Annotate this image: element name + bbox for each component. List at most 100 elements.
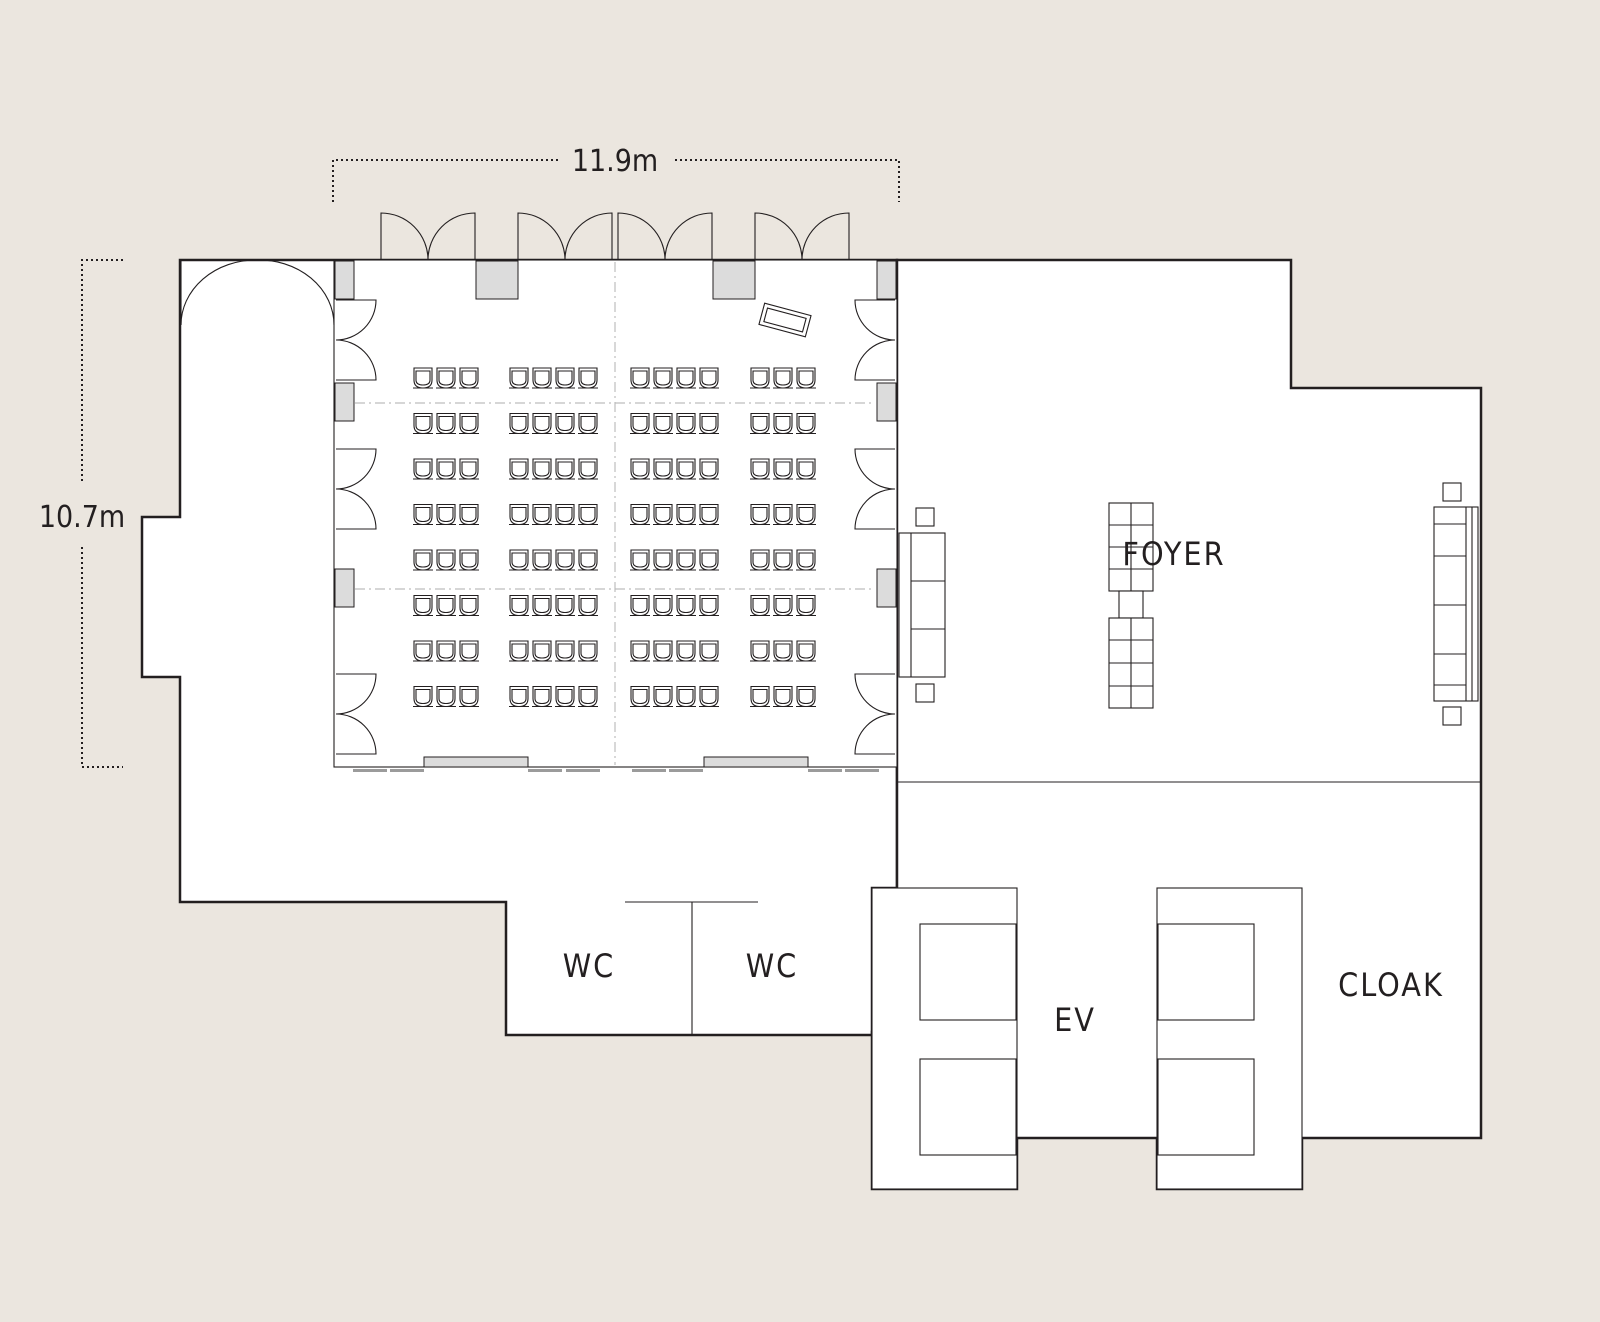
seat xyxy=(676,458,696,480)
seat xyxy=(750,594,770,617)
seat xyxy=(509,412,529,435)
pillar xyxy=(876,382,897,422)
corridor-door xyxy=(180,259,335,326)
seat xyxy=(532,412,552,435)
seat xyxy=(630,549,650,571)
seat xyxy=(676,685,696,708)
side-table xyxy=(1442,482,1462,502)
seat xyxy=(436,367,456,389)
seat xyxy=(796,549,816,571)
seat xyxy=(773,367,793,389)
seat xyxy=(532,685,552,708)
seat xyxy=(699,458,719,480)
seat xyxy=(699,367,719,389)
seat xyxy=(436,549,456,571)
seat xyxy=(555,367,575,389)
seat xyxy=(699,503,719,526)
seat xyxy=(750,503,770,526)
pillar xyxy=(475,260,519,300)
seat xyxy=(532,458,552,480)
seat xyxy=(653,640,673,662)
seat xyxy=(509,549,529,571)
seat xyxy=(750,367,770,389)
seat xyxy=(750,412,770,435)
seat xyxy=(630,458,650,480)
pillar xyxy=(876,568,897,608)
seat xyxy=(555,458,575,480)
seat xyxy=(796,685,816,708)
seat xyxy=(796,458,816,480)
seat xyxy=(653,594,673,617)
seat xyxy=(413,640,433,662)
theater-seating xyxy=(413,367,816,708)
seat xyxy=(532,367,552,389)
pillar xyxy=(334,260,355,300)
seat xyxy=(676,503,696,526)
seat xyxy=(555,412,575,435)
screen-panel xyxy=(423,756,529,768)
left-wall-doors xyxy=(335,299,377,755)
seat xyxy=(578,412,598,435)
foyer-sofa-center xyxy=(1108,502,1154,709)
top-doors xyxy=(380,212,850,261)
seat xyxy=(509,458,529,480)
seat xyxy=(773,503,793,526)
wc-label: WC xyxy=(563,947,616,985)
elevator-car xyxy=(919,923,1017,1021)
seat xyxy=(578,458,598,480)
seat xyxy=(555,503,575,526)
side-table xyxy=(915,507,935,527)
seat xyxy=(578,549,598,571)
seat xyxy=(773,685,793,708)
seat xyxy=(509,640,529,662)
seat xyxy=(459,685,479,708)
seat xyxy=(796,594,816,617)
seat xyxy=(459,412,479,435)
seat xyxy=(578,503,598,526)
seat xyxy=(413,367,433,389)
seat xyxy=(436,594,456,617)
seat xyxy=(436,685,456,708)
seat xyxy=(653,458,673,480)
seat xyxy=(413,685,433,708)
width-dimension-line-left xyxy=(332,159,558,202)
seat xyxy=(509,367,529,389)
seat xyxy=(653,412,673,435)
seat xyxy=(459,594,479,617)
seat xyxy=(532,503,552,526)
seat xyxy=(630,640,650,662)
seat xyxy=(532,549,552,571)
seat xyxy=(676,412,696,435)
depth-dimension-label: 10.7m xyxy=(39,500,125,535)
seat xyxy=(459,503,479,526)
seat xyxy=(630,503,650,526)
seat xyxy=(509,594,529,617)
seat xyxy=(773,549,793,571)
cloak-label: CLOAK xyxy=(1338,966,1444,1004)
seat xyxy=(653,503,673,526)
seat xyxy=(436,503,456,526)
seat xyxy=(796,503,816,526)
seat xyxy=(796,367,816,389)
seat xyxy=(555,640,575,662)
pillar xyxy=(712,260,756,300)
seat xyxy=(532,594,552,617)
seat xyxy=(699,549,719,571)
seat xyxy=(555,685,575,708)
seat xyxy=(459,640,479,662)
elevator-car xyxy=(1157,1058,1255,1156)
seat xyxy=(750,458,770,480)
seat xyxy=(578,640,598,662)
pillar xyxy=(334,382,355,422)
elevator-car xyxy=(919,1058,1017,1156)
seat xyxy=(653,367,673,389)
seat xyxy=(459,549,479,571)
depth-dimension-line-bottom xyxy=(81,547,123,768)
seat xyxy=(459,367,479,389)
seat xyxy=(653,549,673,571)
seat xyxy=(676,594,696,617)
seat xyxy=(555,594,575,617)
wc-label: WC xyxy=(746,947,799,985)
seat xyxy=(578,685,598,708)
seat xyxy=(578,367,598,389)
